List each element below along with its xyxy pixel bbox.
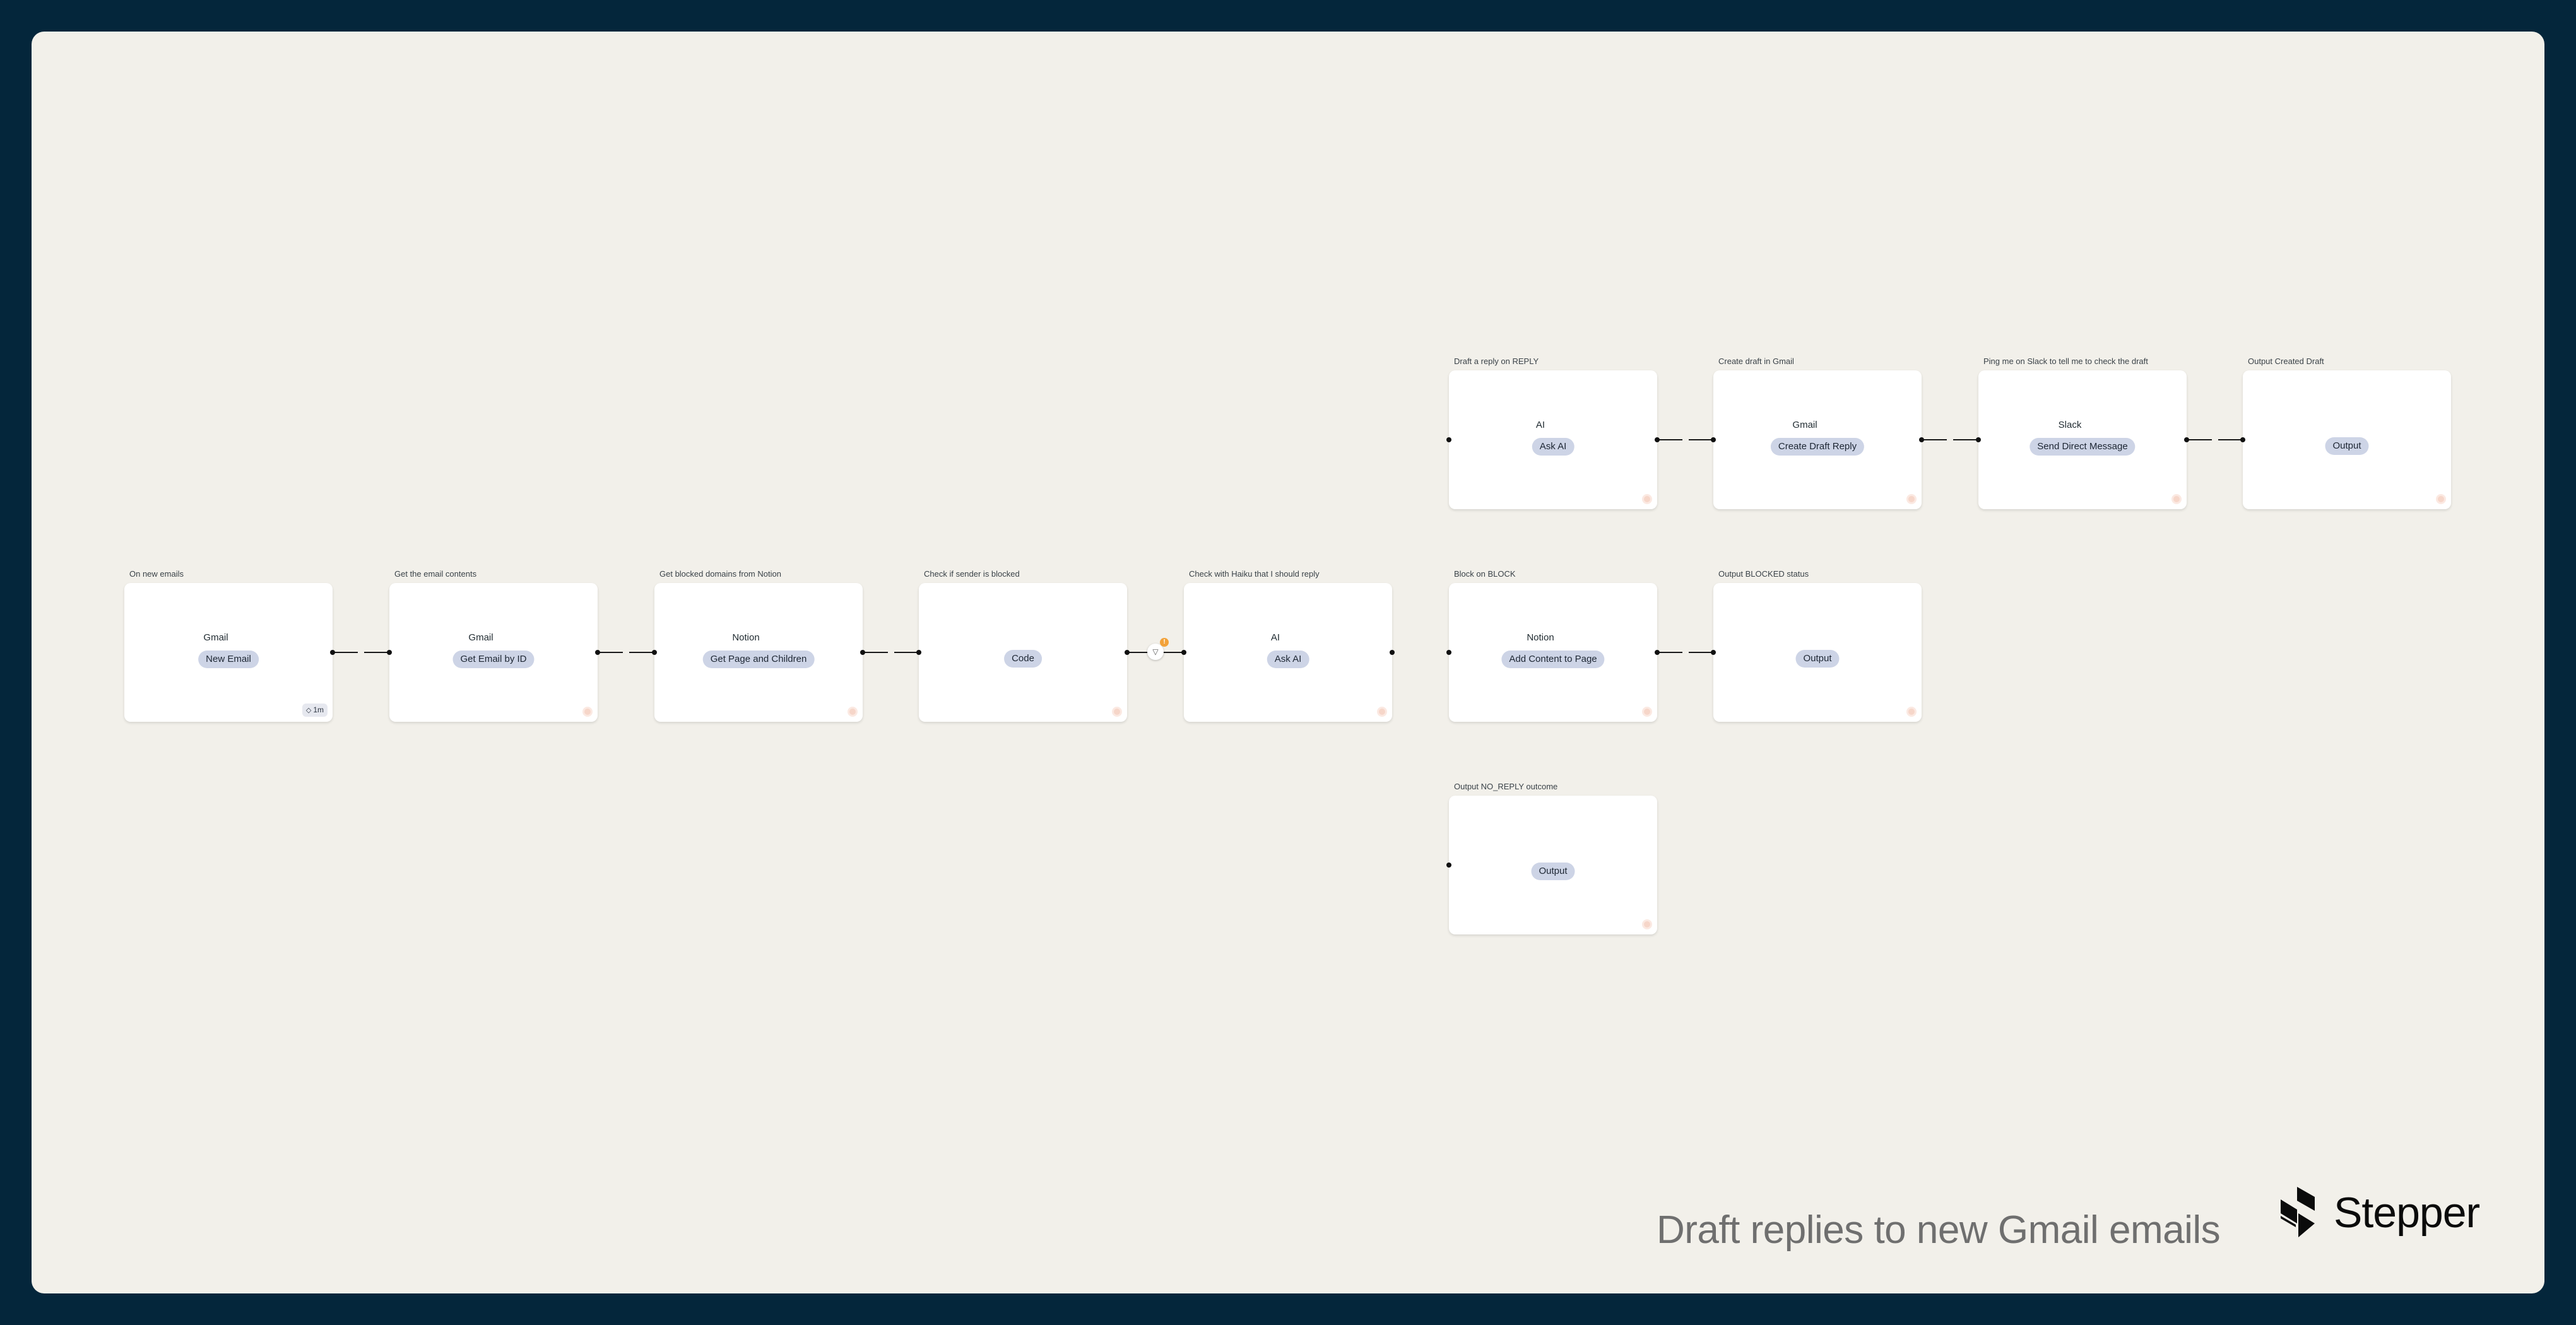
warning-icon[interactable] (1642, 919, 1652, 929)
node-title-output-draft: Output Created Draft (2248, 356, 2324, 366)
node-app-name: Gmail (1792, 420, 1817, 430)
input-port[interactable] (1446, 863, 1451, 868)
edge-connector (863, 651, 919, 654)
node-title-output-no-reply: Output NO_REPLY outcome (1454, 782, 1558, 791)
warning-icon[interactable] (2436, 494, 2446, 504)
brand-name: Stepper (2334, 1189, 2480, 1237)
node-action-pill: Add Content to Page (1501, 651, 1605, 668)
node-app-name: AI (1270, 632, 1280, 643)
node-title-email-contents: Get the email contents (394, 569, 477, 579)
input-port[interactable] (1446, 650, 1451, 655)
node-action-pill: Ask AI (1532, 438, 1575, 456)
output-port[interactable] (2184, 437, 2189, 442)
node-action-pill: Code (1004, 650, 1042, 668)
node-block[interactable]: Notion Add Content to Page (1449, 583, 1657, 722)
input-port[interactable] (1446, 437, 1451, 442)
node-title-slack-ping: Ping me on Slack to tell me to check the… (1983, 356, 2148, 366)
output-port[interactable] (330, 650, 335, 655)
warning-icon[interactable] (1377, 707, 1387, 717)
warning-icon[interactable] (1906, 707, 1917, 717)
node-action-pill: Get Page and Children (702, 651, 815, 668)
node-action-pill: Output (2325, 437, 2369, 455)
node-output-blocked[interactable]: Output (1713, 583, 1922, 722)
edge-connector (333, 651, 389, 654)
edge-connector (2187, 439, 2243, 441)
output-port[interactable] (595, 650, 600, 655)
node-action-pill: Output (1531, 863, 1575, 880)
node-output-draft[interactable]: Output (2243, 370, 2451, 509)
filter-alert-icon: ! (1160, 638, 1169, 647)
warning-icon[interactable] (1642, 707, 1652, 717)
input-port[interactable] (1976, 437, 1981, 442)
node-action-pill: New Email (198, 651, 259, 668)
input-port[interactable] (2240, 437, 2245, 442)
filter-button[interactable]: ▽ (1147, 644, 1164, 660)
edge-connector (598, 651, 654, 654)
node-title-draft-reply: Draft a reply on REPLY (1454, 356, 1539, 366)
node-action-pill: Get Email by ID (452, 651, 535, 668)
node-action-pill: Output (1795, 650, 1840, 668)
warning-icon[interactable] (1642, 494, 1652, 504)
node-app-name: Gmail (468, 632, 493, 643)
input-port[interactable] (652, 650, 657, 655)
node-action-pill: Send Direct Message (2029, 438, 2136, 456)
input-port[interactable] (387, 650, 392, 655)
node-title-haiku-check: Check with Haiku that I should reply (1189, 569, 1320, 579)
node-title-output-blocked: Output BLOCKED status (1718, 569, 1809, 579)
node-haiku-check[interactable]: AI Ask AI (1184, 583, 1392, 722)
edge-connector (1922, 439, 1978, 441)
input-port[interactable] (1181, 650, 1186, 655)
node-app-name: Gmail (203, 632, 228, 643)
node-new-emails[interactable]: Gmail New Email ◇1m (124, 583, 333, 722)
node-output-no-reply[interactable]: Output (1449, 796, 1657, 934)
node-app-name: Slack (2058, 420, 2082, 430)
output-port[interactable] (1390, 650, 1395, 655)
node-title-blocked-domains: Get blocked domains from Notion (659, 569, 781, 579)
node-blocked-domains[interactable]: Notion Get Page and Children (654, 583, 863, 722)
edge-connector (1657, 651, 1713, 654)
node-app-name: Notion (732, 632, 760, 643)
node-title-sender-check: Check if sender is blocked (924, 569, 1020, 579)
node-create-draft[interactable]: Gmail Create Draft Reply (1713, 370, 1922, 509)
refresh-icon: ◇ (305, 707, 312, 714)
output-port[interactable] (1919, 437, 1924, 442)
node-email-contents[interactable]: Gmail Get Email by ID (389, 583, 598, 722)
warning-icon[interactable] (582, 707, 593, 717)
node-action-pill: Create Draft Reply (1770, 438, 1865, 456)
poll-interval-label: 1m (313, 705, 324, 714)
output-port[interactable] (1655, 437, 1660, 442)
node-title-block: Block on BLOCK (1454, 569, 1516, 579)
node-title-new-emails: On new emails (129, 569, 184, 579)
warning-icon[interactable] (1906, 494, 1917, 504)
node-slack-ping[interactable]: Slack Send Direct Message (1978, 370, 2187, 509)
node-draft-reply[interactable]: AI Ask AI (1449, 370, 1657, 509)
output-port[interactable] (860, 650, 865, 655)
node-action-pill: Ask AI (1267, 651, 1309, 668)
input-port[interactable] (1711, 650, 1716, 655)
warning-icon[interactable] (2171, 494, 2182, 504)
node-sender-check[interactable]: Code (919, 583, 1127, 722)
poll-interval-badge[interactable]: ◇1m (302, 704, 328, 717)
output-port[interactable] (1655, 650, 1660, 655)
node-app-name: AI (1535, 420, 1545, 430)
input-port[interactable] (1711, 437, 1716, 442)
warning-icon[interactable] (848, 707, 858, 717)
warning-icon[interactable] (1112, 707, 1122, 717)
output-port[interactable] (1125, 650, 1130, 655)
edge-connector (1657, 439, 1713, 441)
filter-icon: ▽ (1152, 647, 1159, 656)
flow-title: Draft replies to new Gmail emails (1657, 1208, 2221, 1252)
stepper-logo-icon (2281, 1187, 2315, 1237)
node-app-name: Notion (1527, 632, 1554, 643)
node-title-create-draft: Create draft in Gmail (1718, 356, 1794, 366)
workflow-canvas[interactable]: Draft a reply on REPLY AI Ask AI Create … (32, 32, 2544, 1293)
input-port[interactable] (916, 650, 921, 655)
